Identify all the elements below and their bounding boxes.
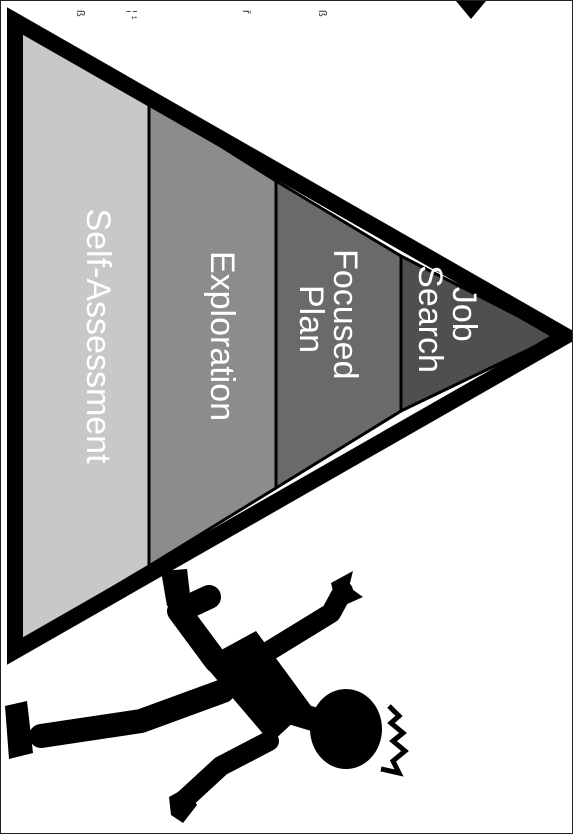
top-edge-marks: ß ¦ ¹ ř ß (74, 10, 328, 20)
stage-label-line: Plan (292, 285, 330, 353)
figure-hand (169, 787, 197, 823)
figure-burst (380, 704, 409, 777)
stage-label-job-search: Job Search (411, 265, 483, 373)
figure-arm-lower (173, 731, 279, 811)
stage-label-line: Search (411, 265, 449, 373)
top-mark: ß (316, 10, 328, 17)
stage-label-line: Self-Assessment (79, 208, 117, 464)
top-mark: ř (240, 10, 252, 14)
top-mark: ¦ ¹ (126, 10, 138, 20)
figure-head (310, 689, 382, 769)
stage-labels: Self-Assessment Exploration Focused Plan… (79, 208, 483, 464)
figure-foot (5, 701, 33, 759)
figure-leg-lower (29, 679, 235, 748)
top-mark: ß (74, 10, 86, 17)
stage-label-line: Job (445, 287, 483, 342)
figure-leg-upper (167, 585, 228, 673)
figure-torso (201, 631, 311, 743)
stage-label-exploration: Exploration (203, 251, 241, 421)
funnel-outline (7, 7, 572, 665)
pushing-figure-icon (5, 569, 409, 823)
arrow-head-icon (456, 1, 486, 19)
stage-label-line: Focused (326, 249, 364, 379)
figure-hand (331, 571, 363, 605)
figure-foot (161, 569, 191, 606)
stage-band-job-search (399, 253, 561, 414)
stage-label-line: Exploration (203, 251, 241, 421)
stage-label-focused-plan: Focused Plan (292, 249, 364, 389)
funnel-bands (17, 26, 561, 646)
figure-arm-upper (259, 581, 353, 661)
stage-label-self-assessment: Self-Assessment (79, 208, 117, 464)
